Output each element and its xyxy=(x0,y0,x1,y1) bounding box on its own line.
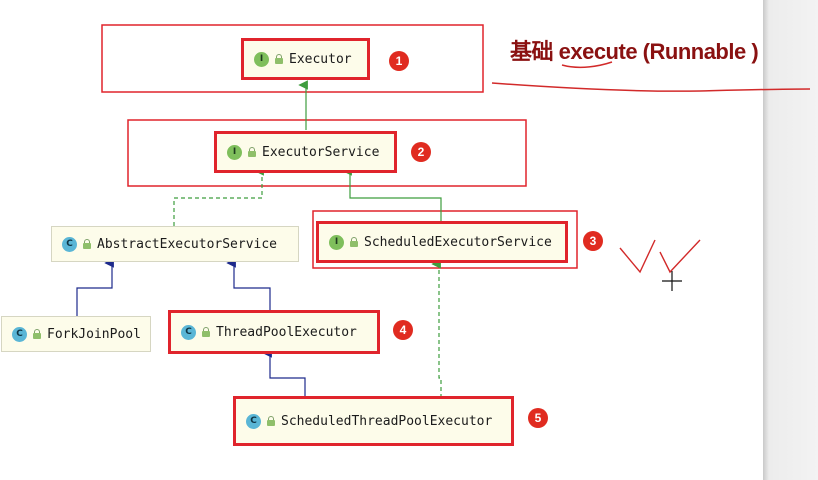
node-executor[interactable]: I Executor xyxy=(241,38,370,80)
edge-forkjoin-abstract xyxy=(76,258,114,316)
node-scheduled-thread-pool-executor[interactable]: C ScheduledThreadPoolExecutor xyxy=(233,396,514,446)
interface-badge-icon: I xyxy=(227,144,242,160)
class-badge-icon: C xyxy=(246,413,261,429)
underline-wiggle xyxy=(561,61,613,69)
side-panel xyxy=(763,0,818,480)
underline-stroke xyxy=(491,82,811,92)
class-badge-icon: C xyxy=(12,326,27,342)
number-badge-2: 2 xyxy=(411,142,431,162)
node-abstract-executor-service[interactable]: C AbstractExecutorService xyxy=(51,226,299,262)
node-label: ThreadPoolExecutor xyxy=(216,324,357,340)
node-label: ExecutorService xyxy=(262,144,380,160)
group-box-2 xyxy=(127,119,527,187)
node-scheduled-executor-service[interactable]: I ScheduledExecutorService xyxy=(316,221,568,263)
interface-badge-icon: I xyxy=(254,51,269,67)
node-executor-service[interactable]: I ExecutorService xyxy=(214,131,397,173)
node-thread-pool-executor[interactable]: C ThreadPoolExecutor xyxy=(168,310,380,354)
edge-threadpool-abstract xyxy=(226,258,271,316)
lock-icon xyxy=(248,147,256,157)
node-label: ScheduledExecutorService xyxy=(364,234,552,250)
crosshair-cursor-icon xyxy=(662,271,682,291)
annotation-text: 基础 execute (Runnable ) xyxy=(510,39,759,64)
node-label: ForkJoinPool xyxy=(47,326,141,342)
edge-scheduledthreadpool-threadpool xyxy=(262,348,306,405)
edge-abstract-executorservice xyxy=(173,166,264,226)
class-badge-icon: C xyxy=(181,324,196,340)
class-badge-icon: C xyxy=(62,236,77,252)
node-fork-join-pool[interactable]: C ForkJoinPool xyxy=(1,316,151,352)
node-label: Executor xyxy=(289,51,352,67)
lock-icon xyxy=(267,416,275,426)
checkmark-icon xyxy=(619,239,701,274)
lock-icon xyxy=(83,239,91,249)
edge-scheduled-executorservice xyxy=(342,166,442,226)
number-badge-1: 1 xyxy=(389,51,409,71)
node-label: ScheduledThreadPoolExecutor xyxy=(281,413,493,429)
group-box-3 xyxy=(312,210,578,269)
number-badge-5: 5 xyxy=(528,408,548,428)
lock-icon xyxy=(275,54,283,64)
lock-icon xyxy=(350,237,358,247)
group-box-1 xyxy=(101,24,484,93)
number-badge-3: 3 xyxy=(583,231,603,251)
edge-scheduledthreadpool-scheduled xyxy=(431,259,442,405)
node-label: AbstractExecutorService xyxy=(97,236,278,252)
lock-icon xyxy=(33,329,41,339)
number-badge-4: 4 xyxy=(393,320,413,340)
interface-badge-icon: I xyxy=(329,234,344,250)
lock-icon xyxy=(202,327,210,337)
